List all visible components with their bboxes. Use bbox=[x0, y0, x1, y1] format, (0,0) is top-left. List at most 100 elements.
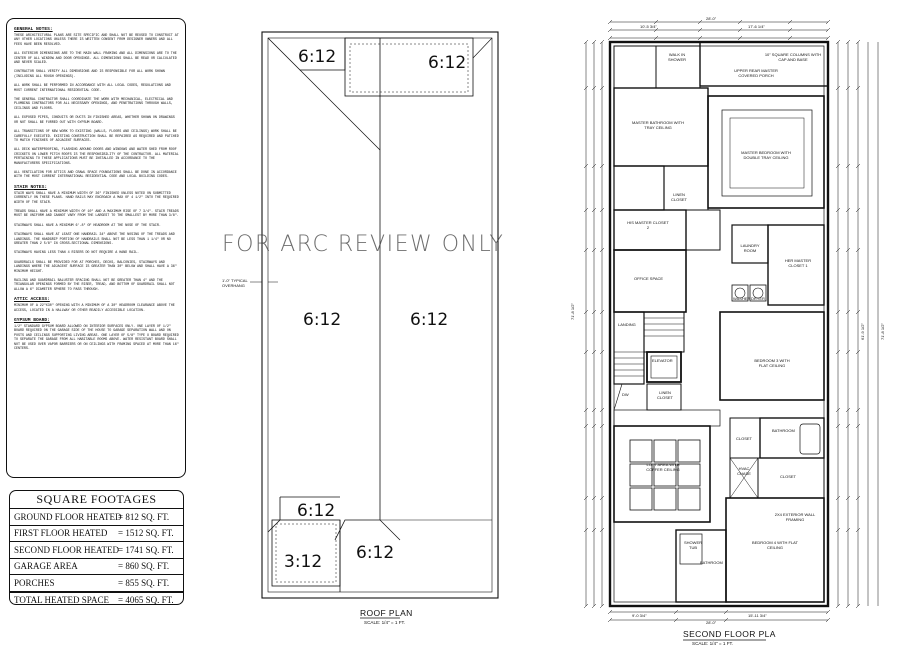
dimension-tick bbox=[607, 35, 613, 41]
dimension-tick bbox=[737, 19, 743, 25]
dimension-tick bbox=[835, 309, 841, 315]
note-paragraph: TREADS SHALL HAVE A MINIMUM WIDTH OF 10"… bbox=[14, 209, 179, 219]
dimension-tick bbox=[855, 603, 861, 609]
dimension-tick bbox=[835, 423, 841, 429]
overhang-note: 1'-0" TYPICAL OVERHANG bbox=[222, 278, 248, 288]
dimension-tick bbox=[737, 35, 743, 41]
dimension-tick bbox=[835, 349, 841, 355]
dimension-tick bbox=[697, 27, 703, 33]
dimension-tick bbox=[599, 349, 605, 355]
dimension-tick bbox=[583, 407, 589, 413]
dimension-tick bbox=[845, 349, 851, 355]
dimension-tick bbox=[855, 247, 861, 253]
dimension-tick bbox=[583, 207, 589, 213]
dimension-tick bbox=[583, 309, 589, 315]
dimension-tick bbox=[825, 617, 831, 623]
square-footage-row: SECOND FLOOR HEATED= 1741 SQ. FT. bbox=[10, 542, 183, 559]
review-watermark: FOR ARC REVIEW ONLY bbox=[222, 232, 505, 257]
dim-bottom-overall: 28'-0" bbox=[706, 620, 717, 625]
dimension-tick bbox=[599, 247, 605, 253]
dimension-tick bbox=[583, 603, 589, 609]
dimension-tick bbox=[591, 527, 597, 533]
room-label: BATHROOM bbox=[700, 560, 723, 565]
square-footage-label: FIRST FLOOR HEATED bbox=[14, 528, 108, 539]
dimension-tick bbox=[787, 35, 793, 41]
dimension-tick bbox=[835, 163, 841, 169]
note-paragraph: STAIRWAYS SHALL HAVE A MINIMUM 6'-8" OF … bbox=[14, 223, 161, 228]
dim-top-overall: 28'-0" bbox=[706, 16, 717, 21]
room-label: 2X4 EXTERIOR WALL FRAMING bbox=[774, 512, 816, 522]
dim-bottom-left: 9'-0 3/4" bbox=[632, 613, 647, 618]
dimension-tick bbox=[607, 617, 613, 623]
note-paragraph: STAIR WAYS SHALL HAVE A MINIMUM WIDTH OF… bbox=[14, 191, 179, 205]
dim-left-overall: 71'-8 1/2" bbox=[570, 303, 575, 320]
room-label: MASTER BEDROOM WITH DOUBLE TRAY CEILING bbox=[741, 150, 791, 160]
dimension-tick bbox=[835, 527, 841, 533]
square-footage-row: GARAGE AREA = 860 SQ. FT. bbox=[10, 559, 183, 575]
room-label: LOFT AREA WITH COFFER CEILING bbox=[646, 462, 680, 472]
dimension-tick bbox=[723, 609, 729, 615]
stair-notes-heading: STAIR NOTES: bbox=[14, 184, 48, 190]
square-footage-value: = 855 SQ. FT. bbox=[118, 577, 170, 588]
attic-notes-list: MINIMUM OF A 22"X30" OPENING WITH A MINI… bbox=[14, 304, 180, 313]
room-label: LAUNDRY ROOM bbox=[740, 243, 760, 253]
square-footage-row: FIRST FLOOR HEATED = 1512 SQ. FT. bbox=[10, 526, 183, 542]
second-floor-plan bbox=[583, 19, 879, 641]
dimension-tick bbox=[607, 609, 613, 615]
square-footage-value: = 860 SQ. FT. bbox=[118, 561, 170, 572]
dimension-tick bbox=[599, 207, 605, 213]
dimension-tick bbox=[599, 527, 605, 533]
square-footage-row: TOTAL HEATED SPACE= 4065 SQ. FT. bbox=[10, 591, 183, 605]
dimension-tick bbox=[583, 423, 589, 429]
dimension-tick bbox=[653, 27, 659, 33]
dim-bottom-mid: 15'-11 3/4" bbox=[748, 613, 767, 618]
dimension-tick bbox=[855, 163, 861, 169]
room-label: HVAC CHASE bbox=[737, 466, 751, 476]
square-footage-row: PORCHES= 855 SQ. FT. bbox=[10, 575, 183, 592]
room-label: BATHROOM bbox=[772, 428, 795, 433]
appliance-label: DRYER bbox=[751, 296, 765, 301]
square-footage-row: GROUND FLOOR HEATED= 812 SQ. FT. bbox=[10, 509, 183, 526]
square-footage-value: = 1512 SQ. FT. bbox=[118, 528, 174, 539]
dimension-tick bbox=[591, 85, 597, 91]
note-paragraph: ALL EXPOSED PIPES, CONDUITS OR DUCTS IN … bbox=[14, 116, 175, 125]
dimension-tick bbox=[591, 163, 597, 169]
note-paragraph: ALL EXTERIOR DIMENSIONS ARE TO THE MAIN … bbox=[14, 52, 177, 66]
room-label: BEDROOM 4 WITH FLAT CEILING bbox=[752, 540, 798, 550]
room-label: MASTER BATHROOM WITH TRAY CEILING bbox=[632, 120, 684, 130]
dimension-tick bbox=[835, 247, 841, 253]
dimension-tick bbox=[599, 39, 605, 45]
dimension-tick bbox=[845, 163, 851, 169]
dimension-tick bbox=[845, 423, 851, 429]
dimension-tick bbox=[855, 527, 861, 533]
square-footage-label: GARAGE AREA bbox=[14, 561, 78, 572]
dimension-tick bbox=[599, 309, 605, 315]
dimension-tick bbox=[591, 207, 597, 213]
room-label: OFFICE SPACE bbox=[634, 276, 664, 281]
roof-pitch-label: 6:12 bbox=[428, 53, 467, 73]
dim-right-b: 61'-9 1/2" bbox=[860, 323, 865, 340]
roof-pitch-label: 6:12 bbox=[298, 47, 337, 67]
dimension-tick bbox=[599, 423, 605, 429]
dimension-tick bbox=[583, 85, 589, 91]
square-footage-value: = 1741 SQ. FT. bbox=[118, 544, 174, 555]
stair-notes-list: STAIR WAYS SHALL HAVE A MINIMUM WIDTH OF… bbox=[14, 192, 180, 293]
dimension-tick bbox=[845, 495, 851, 501]
dimension-tick bbox=[723, 617, 729, 623]
dimension-tick bbox=[591, 423, 597, 429]
dimension-tick bbox=[583, 247, 589, 253]
room-label: LINEN CLOSET bbox=[656, 390, 673, 400]
appliance-label: WASHER bbox=[733, 296, 751, 301]
roof-pitch-label: 6:12 bbox=[356, 543, 395, 563]
note-paragraph: CONTRACTOR SHALL VERIFY ALL DIMENSIONS A… bbox=[14, 70, 165, 79]
dim-right-overall: 71'-8 1/2" bbox=[880, 323, 885, 340]
note-paragraph: ALL TRANSITIONS OF NEW WORK TO EXISTING … bbox=[14, 130, 179, 143]
note-paragraph: STAIRWAYS HAVING LESS THAN 4 RISERS DO N… bbox=[14, 251, 140, 256]
dimension-tick bbox=[845, 527, 851, 533]
dimension-tick bbox=[599, 603, 605, 609]
room-label: DW bbox=[622, 392, 629, 397]
square-footage-label: TOTAL HEATED SPACE bbox=[14, 595, 109, 605]
dimension-tick bbox=[825, 609, 831, 615]
